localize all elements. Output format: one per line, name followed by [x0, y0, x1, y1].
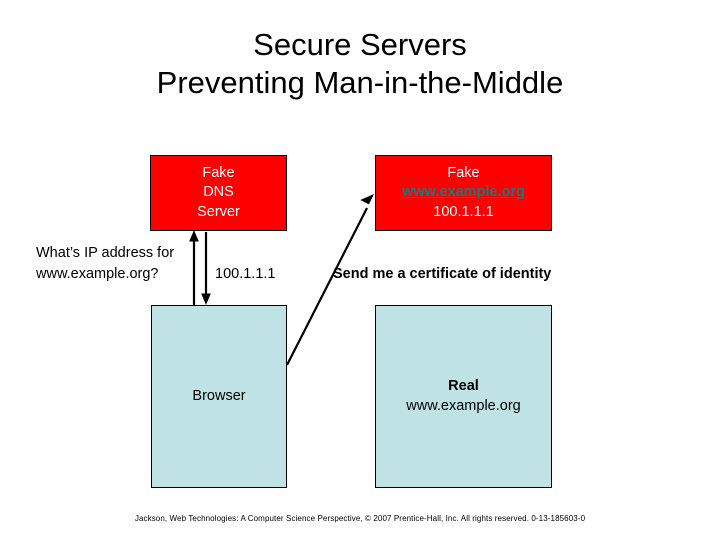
real-website-box: Real www.example.org: [375, 305, 552, 488]
fake-dns-server-box: Fake DNS Server: [150, 155, 287, 231]
browser-box: Browser: [151, 305, 287, 488]
real-site-line-2: www.example.org: [406, 397, 521, 414]
title-line-2: Preventing Man-in-the-Middle: [156, 64, 564, 100]
arrow-fake-dns-to-browser-icon: [201, 232, 211, 305]
fake-dns-server-text: Fake DNS Server: [197, 164, 240, 222]
fake-website-box: Fake www.example.org 100.1.1.1: [375, 155, 552, 231]
fake-website-text: Fake www.example.org 100.1.1.1: [402, 164, 525, 222]
fake-dns-line-1: Fake: [202, 165, 235, 182]
browser-label: Browser: [192, 387, 246, 404]
fake-site-hyperlink[interactable]: www.example.org: [402, 184, 525, 201]
fake-dns-line-2: DNS: [203, 184, 234, 201]
real-site-line-1: Real: [448, 378, 479, 395]
fake-site-line-1: Fake: [447, 165, 480, 182]
fake-site-ip: 100.1.1.1: [433, 203, 494, 220]
title-line-1: Secure Servers: [253, 27, 467, 62]
dns-query-label: What’s IP address for www.example.org?: [36, 245, 175, 282]
dns-answer-label: 100.1.1.1: [215, 266, 276, 282]
certificate-request-label: Send me a certificate of identity: [333, 266, 552, 282]
fake-dns-line-3: Server: [197, 203, 240, 220]
real-website-text: Real www.example.org: [406, 377, 520, 416]
page-title: Secure Servers Preventing Man-in-the-Mid…: [0, 26, 720, 102]
copyright-footer: Jackson, Web Technologies: A Computer Sc…: [134, 514, 586, 523]
